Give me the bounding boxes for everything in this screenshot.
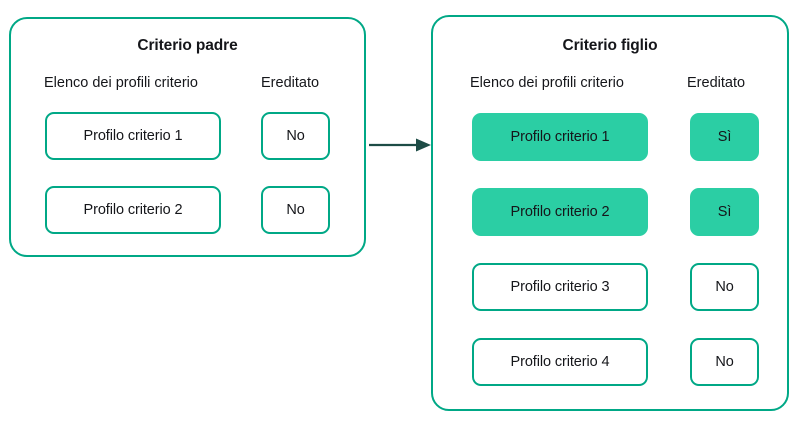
panel-title-parent: Criterio padre: [137, 37, 238, 54]
inherited-chip[interactable]: No: [261, 112, 330, 160]
profile-chip[interactable]: Profilo criterio 1: [45, 112, 221, 160]
panel-criterio-padre: Criterio padre Elenco dei profili criter…: [9, 17, 366, 257]
table-row: Profilo criterio 3 No: [433, 263, 787, 311]
inheritance-arrow-icon: [369, 138, 431, 152]
table-row: Profilo criterio 2 Sì: [433, 188, 787, 236]
profile-chip[interactable]: Profilo criterio 4: [472, 338, 648, 386]
inherited-chip[interactable]: No: [690, 338, 759, 386]
table-row: Profilo criterio 1 No: [11, 112, 364, 160]
inherited-chip[interactable]: No: [261, 186, 330, 234]
profile-chip[interactable]: Profilo criterio 1: [472, 113, 648, 161]
column-header-profiles-child: Elenco dei profili criterio: [470, 75, 624, 91]
inherited-chip[interactable]: Sì: [690, 188, 759, 236]
column-header-profiles-parent: Elenco dei profili criterio: [44, 75, 198, 91]
column-header-inherited-parent: Ereditato: [261, 75, 320, 91]
profile-chip[interactable]: Profilo criterio 2: [45, 186, 221, 234]
inherited-chip[interactable]: No: [690, 263, 759, 311]
panel-title-child: Criterio figlio: [562, 37, 658, 54]
profile-chip[interactable]: Profilo criterio 3: [472, 263, 648, 311]
inherited-chip[interactable]: Sì: [690, 113, 759, 161]
table-row: Profilo criterio 1 Sì: [433, 113, 787, 161]
table-row: Profilo criterio 4 No: [433, 338, 787, 386]
table-row: Profilo criterio 2 No: [11, 186, 364, 234]
profile-chip[interactable]: Profilo criterio 2: [472, 188, 648, 236]
panel-criterio-figlio: Criterio figlio Elenco dei profili crite…: [431, 15, 789, 411]
column-header-inherited-child: Ereditato: [687, 75, 746, 91]
